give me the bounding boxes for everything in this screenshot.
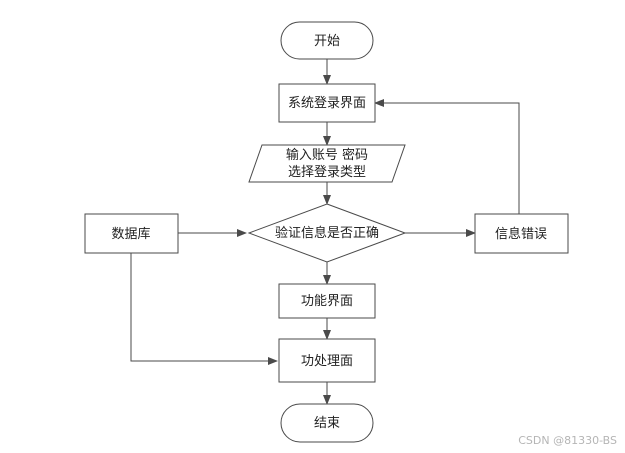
end-node: 结束	[280, 403, 374, 443]
database-node: 数据库	[84, 213, 179, 254]
function-screen-label: 功能界面	[301, 294, 353, 309]
verify-decision-node: 验证信息是否正确	[247, 203, 407, 263]
input-label-line2: 选择登录类型	[288, 165, 366, 180]
login-screen-node: 系统登录界面	[278, 83, 376, 123]
input-node: 输入账号 密码 选择登录类型	[248, 144, 406, 183]
connector-error-to-login	[374, 99, 520, 214]
login-screen-label: 系统登录界面	[288, 96, 366, 111]
error-node: 信息错误	[474, 213, 569, 254]
connector-database-to-process	[130, 253, 278, 365]
function-screen-node: 功能界面	[278, 283, 376, 319]
watermark: CSDN @81330-BS	[518, 434, 617, 447]
input-label-line1: 输入账号 密码	[286, 147, 368, 163]
verify-label: 验证信息是否正确	[275, 225, 379, 241]
process-screen-node: 功处理面	[278, 338, 376, 383]
end-label: 结束	[314, 416, 340, 431]
start-label: 开始	[314, 34, 340, 49]
process-screen-label: 功处理面	[301, 354, 353, 369]
start-node: 开始	[280, 21, 374, 60]
database-label: 数据库	[111, 226, 150, 242]
error-label: 信息错误	[495, 226, 547, 242]
